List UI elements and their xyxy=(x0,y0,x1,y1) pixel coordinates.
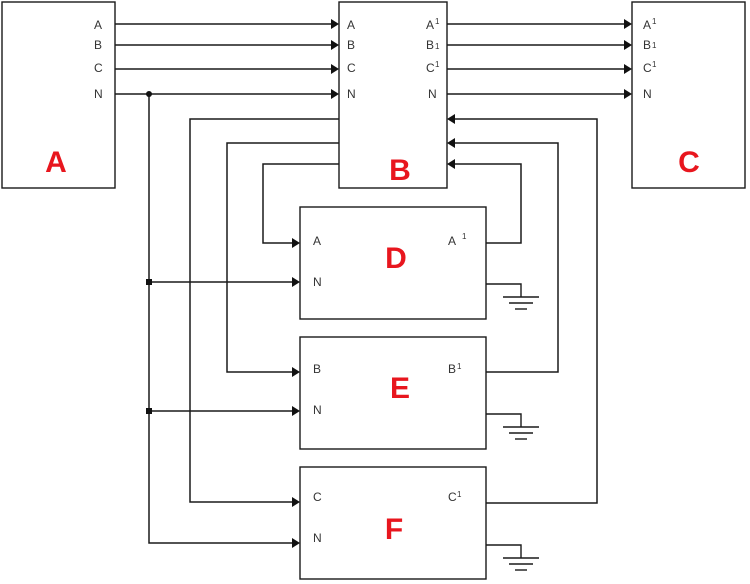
box-a-pin-b: B xyxy=(94,38,102,52)
box-a-pin-a: A xyxy=(94,18,102,32)
arrowhead xyxy=(624,89,632,99)
box-f xyxy=(299,466,487,580)
box-b-pin-c-out-prime: 1 xyxy=(435,60,440,69)
box-e-pin-b-out: B xyxy=(448,362,456,376)
box-b-pin-n-out: N xyxy=(428,87,437,101)
wire-neutral-bus xyxy=(148,94,292,544)
ground-icon-e xyxy=(486,413,539,440)
arrowhead xyxy=(331,19,339,29)
junction-dot xyxy=(146,408,152,414)
arrowhead xyxy=(292,538,300,548)
wire-b-to-f-phase-c xyxy=(189,118,339,503)
box-f-pin-c: C xyxy=(313,490,322,504)
box-c-label: C xyxy=(678,146,700,179)
box-c-pin-c: C xyxy=(643,61,652,75)
box-b-pin-c-out: C xyxy=(426,61,435,75)
box-b-label: B xyxy=(389,154,411,187)
wire-d-to-b-return xyxy=(455,163,522,244)
box-e xyxy=(299,336,487,450)
box-d-pin-a-out-prime: 1 xyxy=(462,232,467,241)
box-b-pin-a-in: A xyxy=(347,18,355,32)
arrowhead xyxy=(292,238,300,248)
box-d-pin-a-out: A xyxy=(448,234,456,248)
ground-icon-f xyxy=(486,544,539,571)
box-e-pin-n: N xyxy=(313,403,322,417)
box-d-pin-n: N xyxy=(313,275,322,289)
arrowhead xyxy=(292,367,300,377)
arrowhead xyxy=(292,406,300,416)
box-c-pin-a: A xyxy=(643,18,651,32)
box-a-pin-n: N xyxy=(94,87,103,101)
box-b xyxy=(338,1,448,189)
wire-b-to-e-phase-b xyxy=(226,142,339,373)
box-b-pin-a-out-prime: 1 xyxy=(435,17,440,26)
arrowhead xyxy=(447,138,455,148)
box-d-pin-a: A xyxy=(313,234,321,248)
box-f-pin-c-out: C xyxy=(448,490,457,504)
arrowhead xyxy=(447,114,455,124)
box-a xyxy=(1,1,116,189)
box-c-pin-b: B xyxy=(643,38,651,52)
box-b-pin-b-out-prime: 1 xyxy=(435,42,440,51)
wire-b-to-d-phase-a xyxy=(262,163,339,244)
arrowhead xyxy=(624,64,632,74)
box-c-pin-b-prime: 1 xyxy=(652,41,657,50)
box-c xyxy=(631,1,746,189)
box-f-pin-c-out-prime: 1 xyxy=(457,490,462,499)
arrowhead xyxy=(331,40,339,50)
arrowhead xyxy=(331,89,339,99)
box-d xyxy=(299,206,487,320)
box-a-label: A xyxy=(45,146,67,179)
arrowhead xyxy=(624,40,632,50)
arrowhead xyxy=(331,64,339,74)
arrowhead xyxy=(292,277,300,287)
box-f-label: F xyxy=(385,513,403,546)
box-b-pin-b-out: B xyxy=(426,38,434,52)
box-b-pin-c-in: C xyxy=(347,61,356,75)
box-f-pin-n: N xyxy=(313,531,322,545)
box-b-pin-n-in: N xyxy=(347,87,356,101)
junction-dot xyxy=(146,91,152,97)
arrowhead xyxy=(447,159,455,169)
box-d-label: D xyxy=(385,242,407,275)
arrowhead xyxy=(624,19,632,29)
box-e-label: E xyxy=(390,372,410,405)
ground-icon-d xyxy=(486,283,539,310)
box-e-pin-b-out-prime: 1 xyxy=(457,362,462,371)
box-b-pin-a-out: A xyxy=(426,18,434,32)
box-e-pin-b: B xyxy=(313,362,321,376)
wire-e-to-b-return xyxy=(455,142,559,373)
wire-f-to-b-return xyxy=(455,118,598,504)
box-b-pin-b-in: B xyxy=(347,38,355,52)
box-a-pin-c: C xyxy=(94,61,103,75)
box-c-pin-c-prime: 1 xyxy=(652,60,657,69)
junction-dot xyxy=(146,279,152,285)
box-c-pin-a-prime: 1 xyxy=(652,17,657,26)
box-c-pin-n: N xyxy=(643,87,652,101)
arrowhead xyxy=(292,497,300,507)
